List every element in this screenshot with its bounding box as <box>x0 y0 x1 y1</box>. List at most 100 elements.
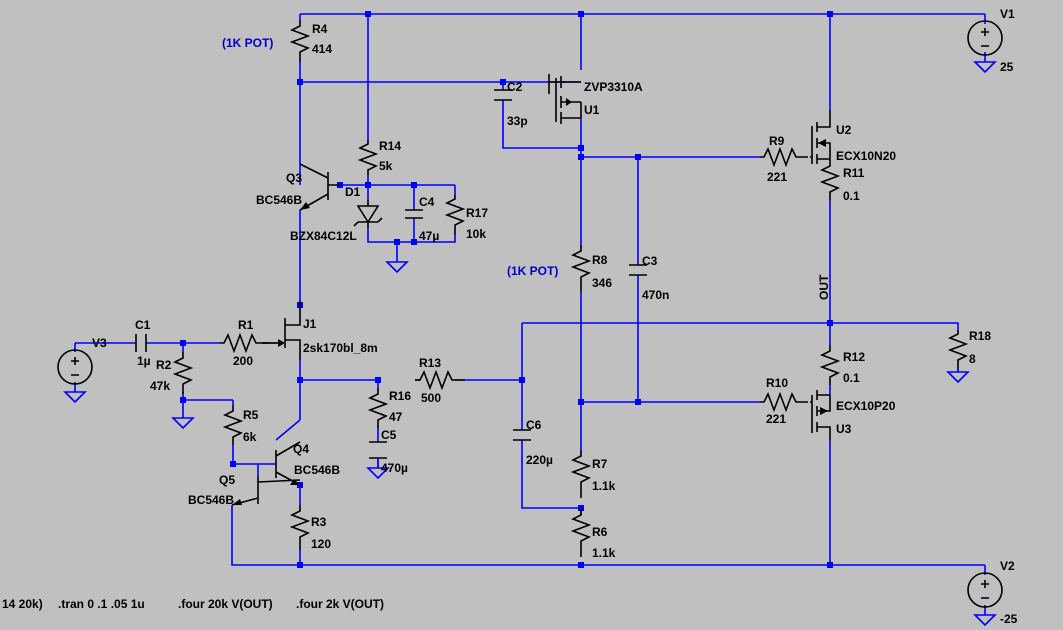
r12-name: R12 <box>843 350 865 364</box>
r10-name: R10 <box>766 376 788 390</box>
r8-note: (1K POT) <box>507 264 558 278</box>
j1-name: J1 <box>303 317 317 331</box>
jfet-J1 <box>262 300 301 360</box>
q3-name: Q3 <box>286 171 302 185</box>
r18-value: 8 <box>969 352 976 366</box>
resistor-R11 <box>819 160 841 200</box>
q4-name: Q4 <box>293 442 309 456</box>
resistor-R13 <box>415 369 465 391</box>
mosfet-U2 <box>810 110 831 164</box>
r1-value: 200 <box>233 354 253 368</box>
r2-value: 47k <box>150 379 170 393</box>
r17-value: 10k <box>466 227 486 241</box>
c4-value: 47µ <box>419 229 439 243</box>
c3-value: 470n <box>642 288 669 302</box>
capacitor-C2 <box>494 89 512 101</box>
source-V3 <box>57 349 93 385</box>
capacitor-C5 <box>369 441 387 459</box>
v2-name: V2 <box>1000 559 1015 573</box>
v3-name: V3 <box>92 336 107 350</box>
u3-value: ECX10P20 <box>836 399 896 413</box>
resistor-R3 <box>289 505 311 550</box>
net-label-out: OUT <box>817 274 831 300</box>
resistor-R2 <box>172 352 194 394</box>
r14-name: R14 <box>379 139 401 153</box>
r2-name: R2 <box>156 358 172 372</box>
r8-name: R8 <box>592 253 608 267</box>
zener-D1 <box>353 200 383 228</box>
r14-value: 5k <box>379 159 393 173</box>
directive-step: 14 20k) <box>2 597 43 611</box>
spice-directives: 14 20k) .tran 0 .1 .05 1u .four 20k V(OU… <box>2 597 384 611</box>
transistor-Q4 <box>275 441 301 486</box>
r4-note: (1K POT) <box>222 36 273 50</box>
u1-name: U1 <box>584 103 600 117</box>
r3-value: 120 <box>311 537 331 551</box>
r16-name: R16 <box>389 389 411 403</box>
r1-name: R1 <box>238 318 254 332</box>
ground-d1 <box>385 261 409 274</box>
c2-value: 33p <box>507 114 528 128</box>
resistor-R1 <box>220 332 268 354</box>
r13-value: 500 <box>421 391 441 405</box>
v1-value: 25 <box>1000 60 1014 74</box>
r17-name: R17 <box>466 206 488 220</box>
directive-four-20k: .four 20k V(OUT) <box>178 597 273 611</box>
resistor-R9 <box>760 146 808 168</box>
q5-name: Q5 <box>219 473 235 487</box>
r10-value: 221 <box>766 412 786 426</box>
r3-name: R3 <box>311 515 327 529</box>
capacitor-C4 <box>405 209 423 219</box>
capacitor-C3 <box>629 264 647 276</box>
component-labels: (1K POT) R4 414 R14 5k D1 BZX84C12L C4 4… <box>92 7 1018 626</box>
u2-name: U2 <box>836 123 852 137</box>
c5-name: C5 <box>381 428 397 442</box>
mosfet-U1 <box>548 74 582 124</box>
c1-name: C1 <box>135 318 151 332</box>
junctions <box>180 11 833 568</box>
ground-v3 <box>63 391 87 404</box>
r5-name: R5 <box>243 408 259 422</box>
wires <box>74 13 986 575</box>
resistor-R5 <box>222 405 244 445</box>
resistor-R12 <box>819 345 841 385</box>
c6-value: 220µ <box>526 453 553 467</box>
c1-value: 1µ <box>137 354 151 368</box>
ground-v1 <box>973 61 997 74</box>
v1-name: V1 <box>1000 7 1015 21</box>
r7-name: R7 <box>592 457 608 471</box>
transistor-Q5 <box>231 476 301 506</box>
r4-name: R4 <box>312 22 328 36</box>
c2-name: C2 <box>507 80 523 94</box>
resistor-R16 <box>367 388 389 428</box>
resistor-R8 <box>570 245 592 292</box>
capacitor-C1 <box>135 334 147 352</box>
r6-value: 1.1k <box>592 546 616 560</box>
source-V2 <box>967 572 1003 608</box>
ground-r18 <box>946 371 970 384</box>
source-V1 <box>967 20 1003 56</box>
resistor-R10 <box>760 391 808 413</box>
j1-value: 2sk170bl_8m <box>303 341 378 355</box>
u1-value: ZVP3310A <box>584 80 643 94</box>
v2-value: -25 <box>1000 612 1018 626</box>
r4-value: 414 <box>312 42 332 56</box>
r12-value: 0.1 <box>843 371 860 385</box>
d1-name: D1 <box>345 185 361 199</box>
r5-value: 6k <box>243 430 257 444</box>
c6-name: C6 <box>526 418 542 432</box>
r8-value: 346 <box>592 276 612 290</box>
resistor-R6 <box>570 508 592 557</box>
capacitors <box>135 89 647 459</box>
c4-name: C4 <box>419 195 435 209</box>
r11-value: 0.1 <box>843 189 860 203</box>
mosfet-U3 <box>810 390 831 440</box>
q5-value: BC546B <box>188 493 234 507</box>
r18-name: R18 <box>969 329 991 343</box>
resistor-R17 <box>444 195 466 235</box>
resistor-R4 <box>289 20 311 62</box>
capacitor-C6 <box>513 429 531 441</box>
r11-name: R11 <box>843 166 865 180</box>
